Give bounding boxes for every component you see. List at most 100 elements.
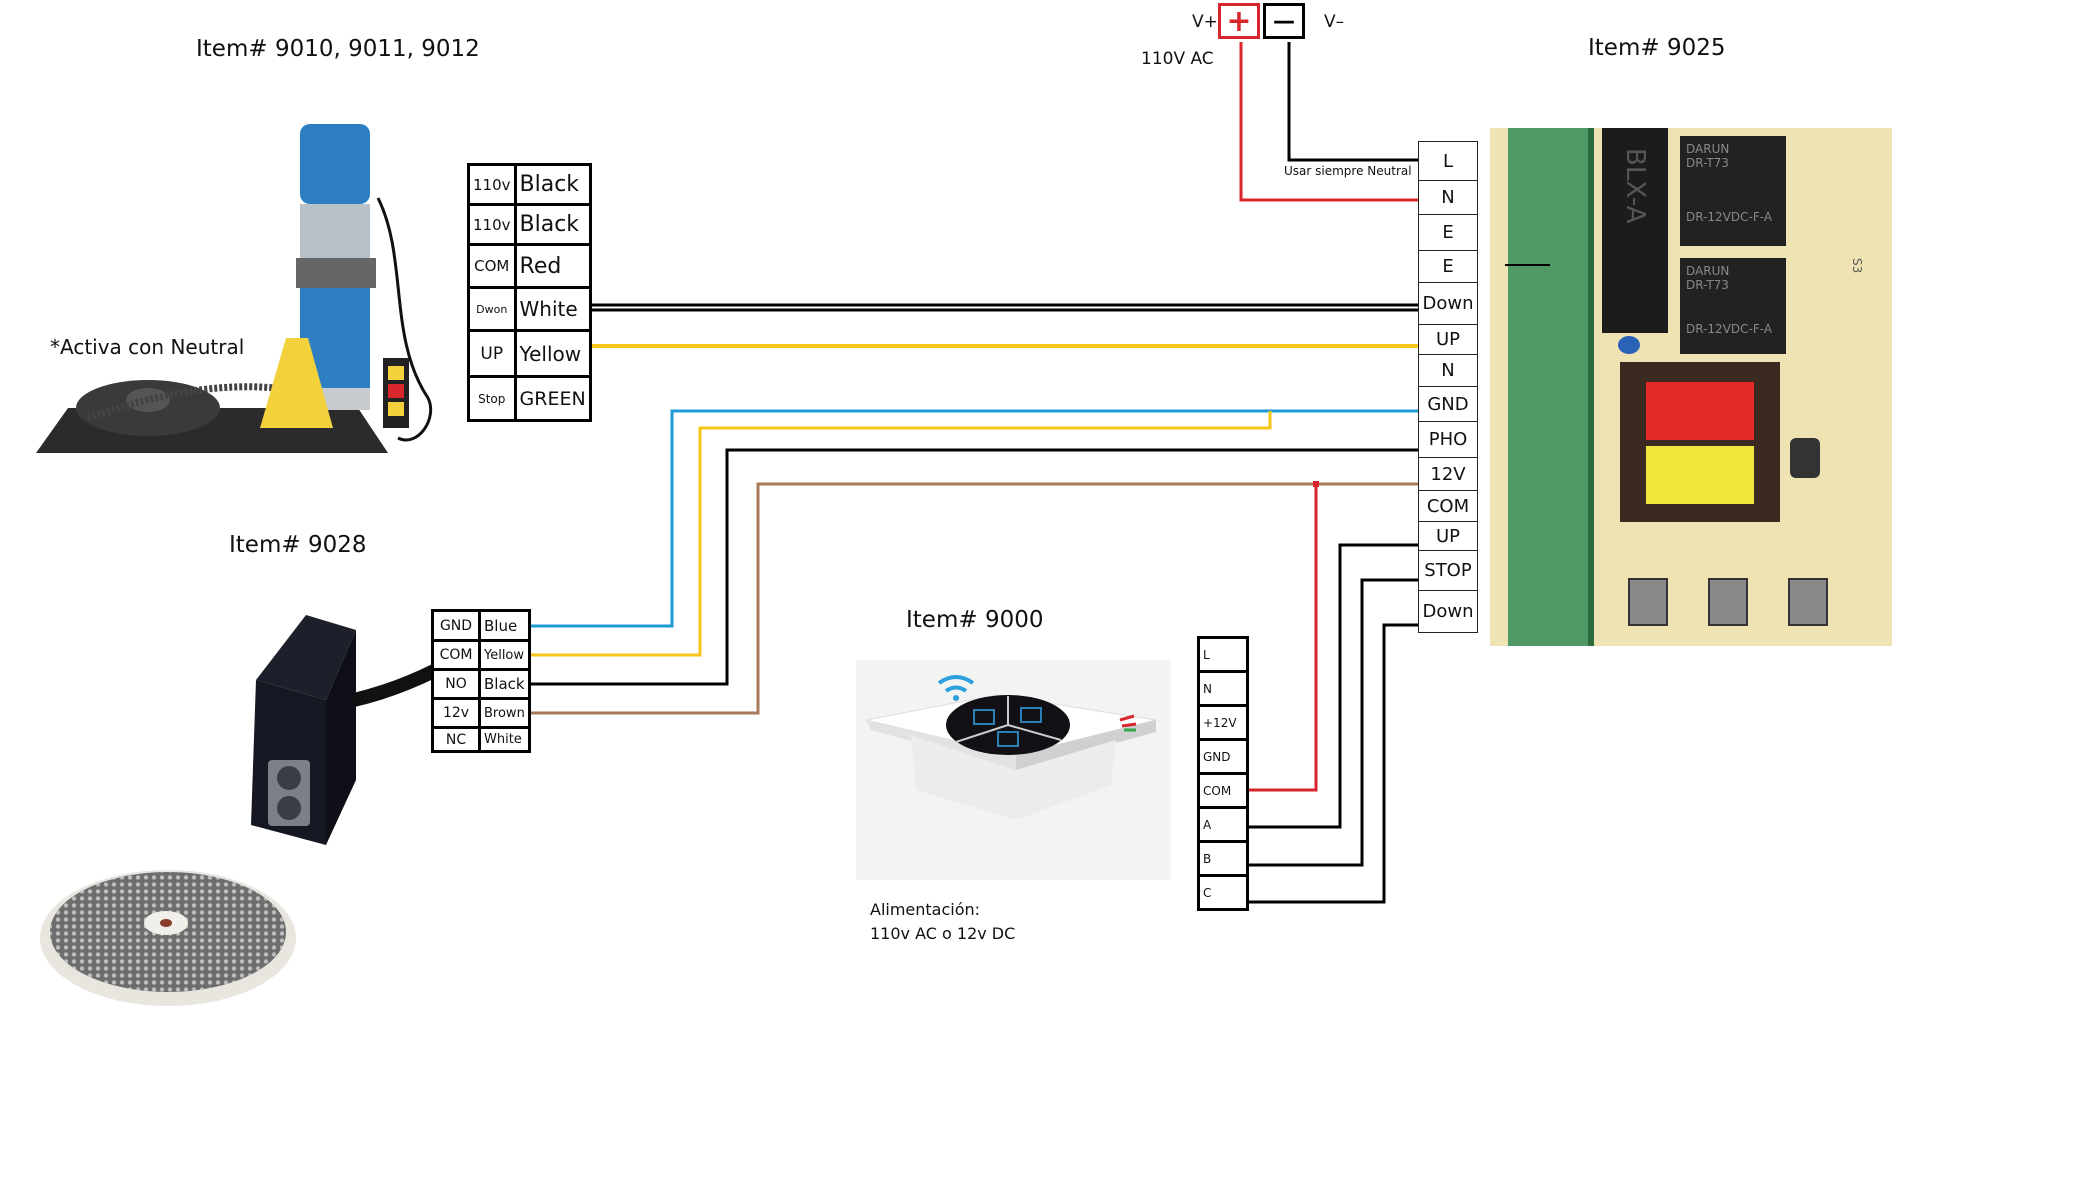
terminal-n: N (1418, 354, 1478, 387)
terminal-down: Down (1418, 282, 1478, 325)
terminal-label: 12v (431, 697, 481, 729)
terminal-row: COM (1418, 490, 1478, 522)
controller-title: Item# 9025 (1588, 35, 1726, 61)
sensor-cable (352, 663, 436, 707)
terminal-com: COM (1197, 772, 1249, 809)
terminal-e: E (1418, 250, 1478, 283)
v-plus-label: V+ (1192, 12, 1218, 32)
minus-terminal-icon: — (1263, 3, 1305, 39)
pendant-stop-button (388, 384, 404, 398)
blind-down-icon[interactable] (997, 731, 1019, 747)
wire-sensor-com (522, 411, 1272, 657)
terminal-stop: STOP (1418, 550, 1478, 591)
pendant-up-button (388, 366, 404, 380)
terminal-n: N (1197, 670, 1249, 707)
wire-sensor-gnd (522, 409, 1418, 628)
terminal-row: GND (1197, 738, 1249, 775)
motor-cables (376, 197, 433, 442)
switch-back-box (911, 735, 1116, 820)
terminal-row: Down (1418, 282, 1478, 325)
terminal-row: E (1418, 214, 1478, 251)
switch-edge-right (1016, 720, 1156, 770)
wire-color: White (478, 726, 531, 753)
panel-divider (955, 724, 1009, 743)
terminal-row: Down (1418, 590, 1478, 633)
wire-color: Black (478, 668, 531, 700)
dip-button-3 (1788, 578, 1828, 626)
terminal-a: A (1197, 806, 1249, 843)
terminal-row: C (1197, 874, 1249, 911)
terminal-12v: +12V (1197, 704, 1249, 741)
terminal-row: PHO (1418, 421, 1478, 458)
reflector-hole (160, 919, 172, 927)
wire-switch-com (1247, 484, 1318, 792)
terminal-row: GND (1418, 386, 1478, 422)
sensor-side (326, 630, 356, 845)
terminal-row: +12V (1197, 704, 1249, 741)
s3-label: S3 (1850, 258, 1864, 274)
relay-brand: DARUN (1686, 142, 1730, 156)
wire-color: Brown (478, 697, 531, 729)
terminal-e: E (1418, 214, 1478, 251)
wire-color: Black (513, 203, 592, 246)
electrolytic-capacitor (1790, 438, 1820, 478)
wire-switch-b (1247, 578, 1418, 867)
wire-color: Blue (478, 609, 531, 642)
wire-color: Black (513, 163, 592, 206)
module-label: BLX-A (1620, 148, 1650, 224)
terminal-gnd: GND (1197, 738, 1249, 775)
capacitor-blue (1618, 336, 1640, 354)
terminal-com: COM (1418, 490, 1478, 522)
terminal-label: UP (467, 329, 517, 378)
relay-2: DARUN DR-T73 DR-12VDC-F-A (1680, 258, 1786, 354)
terminal-row: A (1197, 806, 1249, 843)
terminal-label: 110v (467, 203, 517, 246)
plus-symbol: + (1226, 3, 1252, 39)
relay-part: DR-12VDC-F-A (1686, 322, 1773, 336)
module-blx: BLX-A (1602, 128, 1668, 333)
sensor-title: Item# 9028 (229, 532, 367, 558)
wire-sensor-no (522, 448, 1418, 686)
terminal-label: Dwon (467, 286, 517, 332)
terminal-l: L (1418, 141, 1478, 181)
terminal-strip (1508, 128, 1594, 646)
relay-model: DR-T73 (1686, 278, 1729, 292)
motor-title: Item# 9010, 9011, 9012 (196, 36, 480, 62)
terminal-row: E (1418, 250, 1478, 283)
wire-color: Yellow (513, 329, 592, 378)
wire-switch-c (1247, 623, 1418, 904)
terminal-row: L (1197, 636, 1249, 673)
reflector-photo (40, 870, 296, 1006)
terminal-gnd: GND (1418, 386, 1478, 422)
panel-divider (1007, 724, 1062, 741)
terminal-row: UP (1418, 324, 1478, 355)
terminal-row: STOP (1418, 550, 1478, 591)
terminal-row: N (1197, 670, 1249, 707)
relay-1: DARUN DR-T73 DR-12VDC-F-A (1680, 136, 1786, 246)
terminal-label: COM (431, 639, 481, 671)
sensor-top (256, 615, 356, 700)
chain (86, 383, 330, 422)
wire-power-minus (1287, 42, 1418, 162)
terminal-label: NO (431, 668, 481, 700)
terminal-up: UP (1418, 324, 1478, 355)
power-value: 110v AC o 12v DC (870, 924, 1016, 943)
terminal-n: N (1418, 180, 1478, 215)
terminal-row: COM (1197, 772, 1249, 809)
terminal-l: L (1197, 636, 1249, 673)
motor-photo (36, 124, 433, 453)
terminal-label: COM (467, 243, 517, 289)
relay-part: DR-12VDC-F-A (1686, 210, 1773, 224)
wire-color: GREEN (513, 375, 592, 422)
